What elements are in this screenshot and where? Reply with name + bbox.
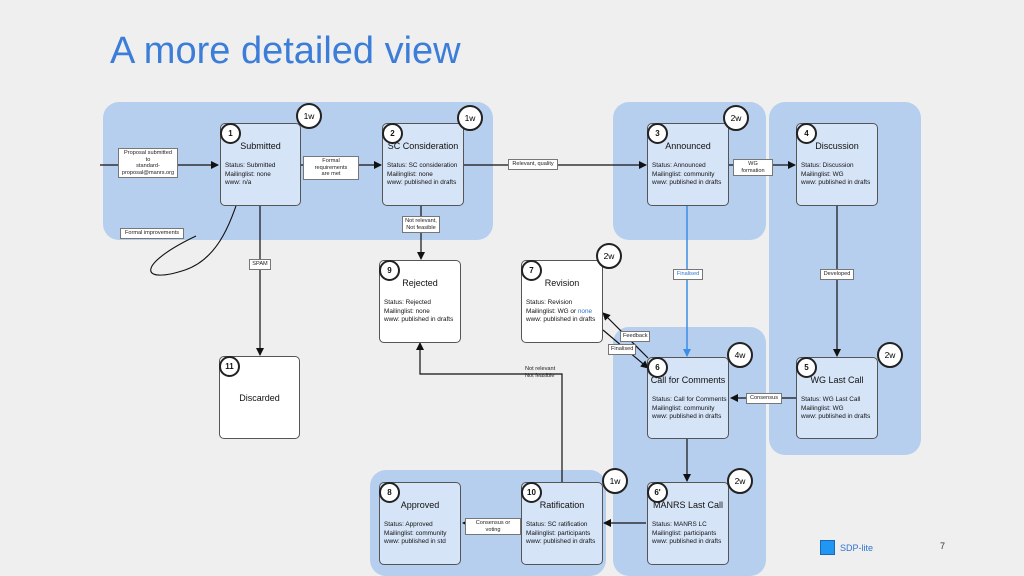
duration-badge: 2w xyxy=(723,105,749,131)
duration-badge: 2w xyxy=(596,243,622,269)
node-details: Status: Revision Mailinglist: WG or none… xyxy=(526,299,596,324)
node-title: Discarded xyxy=(239,393,280,403)
node-title: Approved xyxy=(400,500,440,510)
node-title: Revision xyxy=(544,278,580,288)
node-discarded[interactable]: 11 Discarded xyxy=(219,356,300,439)
node-number-badge: 6' xyxy=(647,482,668,503)
label-wg-formation: WG formation xyxy=(733,159,773,177)
node-title: MANRS Last Call xyxy=(652,500,724,510)
node-number-badge: 1 xyxy=(220,123,241,144)
arrow-ratification-rejected xyxy=(416,342,563,482)
label-feedback: Feedback xyxy=(620,331,650,342)
label-consensus: Consensus xyxy=(746,393,782,404)
node-number-badge: 2 xyxy=(382,123,403,144)
node-number-badge: 9 xyxy=(379,260,400,281)
node-title: Announced xyxy=(665,141,711,151)
node-number-badge: 8 xyxy=(379,482,400,503)
label-spam: SPAM xyxy=(249,259,271,270)
node-number-badge: 10 xyxy=(521,482,542,503)
page-number: 7 xyxy=(940,541,946,551)
node-number-badge: 4 xyxy=(796,123,817,144)
label-formal-improvements: Formal improvements xyxy=(120,228,184,239)
label-developed: Developed xyxy=(820,269,854,280)
duration-badge: 2w xyxy=(877,342,903,368)
duration-badge: 1w xyxy=(602,468,628,494)
node-title: Discussion xyxy=(815,141,859,151)
node-title: Call for Comments xyxy=(650,375,726,385)
logo-square-icon xyxy=(820,540,835,555)
arrow-formal-improvements xyxy=(150,180,246,276)
duration-badge: 4w xyxy=(727,342,753,368)
label-finalised: Finalised xyxy=(608,344,636,355)
node-number-badge: 6 xyxy=(647,357,668,378)
node-title: SC Consideration xyxy=(387,141,459,151)
node-title: WG Last Call xyxy=(810,375,864,385)
page-title: A more detailed view xyxy=(110,30,461,72)
label-consensus-voting: Consensus or voting xyxy=(465,518,521,536)
duration-badge: 1w xyxy=(296,103,322,129)
node-call-for-comments[interactable]: 6 Call for Comments Status: Call for Com… xyxy=(647,357,729,439)
node-title: Ratification xyxy=(539,500,585,510)
node-revision[interactable]: 7 Revision Status: Revision Mailinglist:… xyxy=(521,260,603,343)
node-title: Rejected xyxy=(402,278,438,288)
duration-badge: 1w xyxy=(457,105,483,131)
sdp-lite-logo: SDP-lite xyxy=(820,540,873,555)
node-number-badge: 5 xyxy=(796,357,817,378)
logo-text: SDP-lite xyxy=(840,542,874,553)
node-number-badge: 3 xyxy=(647,123,668,144)
duration-badge: 2w xyxy=(727,468,753,494)
node-number-badge: 7 xyxy=(521,260,542,281)
label-not-relevant-feasible: Not relevant,Not feasible xyxy=(402,216,440,234)
label-finalised-blue: Finalised xyxy=(673,269,703,280)
node-title: Submitted xyxy=(240,141,281,151)
node-number-badge: 11 xyxy=(219,356,240,377)
node-sc-consideration[interactable]: 2 SC Consideration Status: SC considerat… xyxy=(382,123,464,206)
label-relevant-quality: Relevant, quality xyxy=(508,159,558,170)
